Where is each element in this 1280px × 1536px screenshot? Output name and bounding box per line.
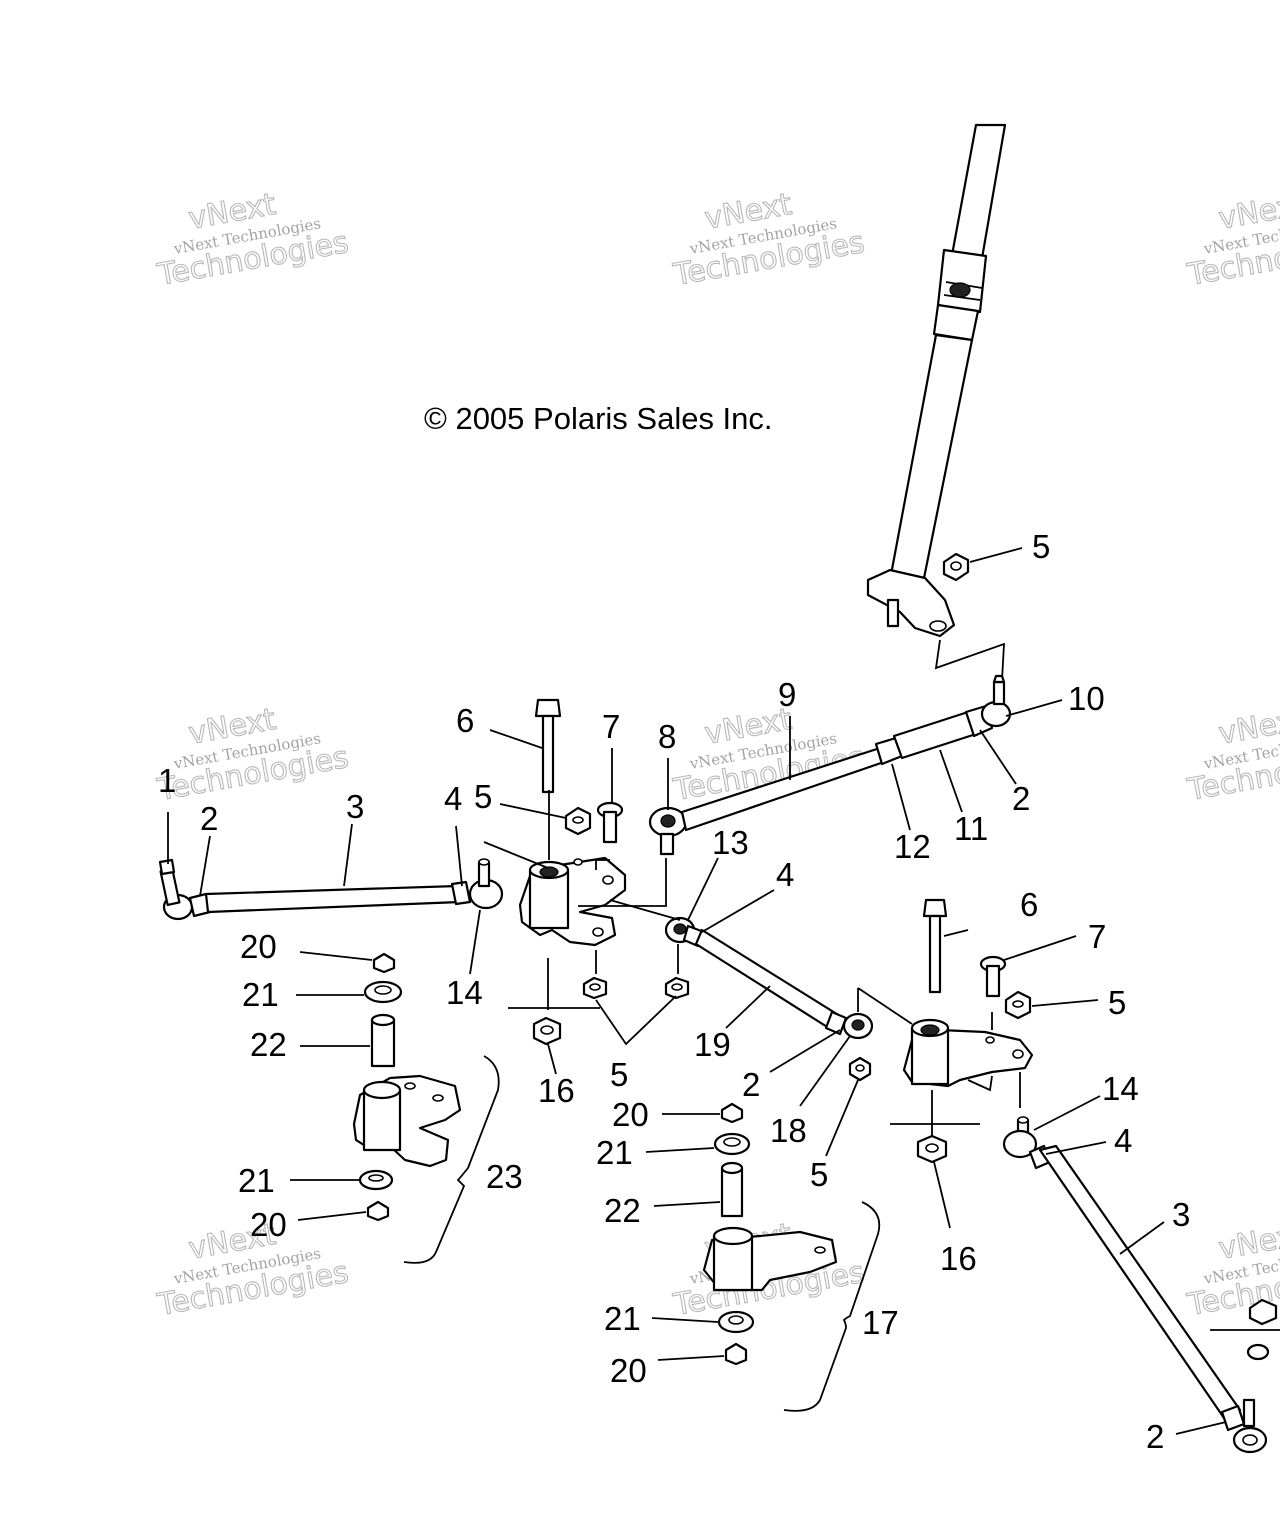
bolt-small-right: [979, 955, 1007, 998]
watermark-top-center: vNext vNext Technologies Technologies: [670, 186, 868, 293]
callout-6: 6: [456, 702, 474, 739]
callout-21: 21: [238, 1162, 275, 1199]
callout-1: 1: [158, 762, 176, 799]
callout-5: 5: [1108, 984, 1126, 1021]
lower-nuts-left: [532, 976, 690, 1046]
callout-20: 20: [240, 928, 277, 965]
left-pitman-arm: [518, 856, 627, 947]
callout-2: 2: [200, 800, 218, 837]
callout-17: 17: [862, 1304, 899, 1341]
right-pitman-arm: [902, 1018, 1034, 1088]
callout-2: 2: [1146, 1418, 1164, 1455]
bolt-small-left: [596, 801, 624, 844]
flange-nut-left-top: [564, 806, 592, 836]
callout-13: 13: [712, 824, 749, 861]
callout-6: 6: [1020, 886, 1038, 923]
callout-7: 7: [1088, 918, 1106, 955]
callout-16: 16: [940, 1240, 977, 1277]
copyright-notice: © 2005 Polaris Sales Inc.: [424, 401, 773, 436]
center-idler-assembly: [702, 1102, 838, 1366]
callout-4: 4: [1114, 1122, 1132, 1159]
callout-8: 8: [658, 718, 676, 755]
watermark-bottom-left: vNext vNext Technologies Technologies: [154, 1216, 352, 1323]
watermark-top-right: vNext vNext Technologies Technologies: [1184, 186, 1280, 293]
callout-19: 19: [694, 1026, 731, 1063]
steering-shaft: [866, 123, 1007, 638]
callout-23: 23: [486, 1158, 523, 1195]
callout-21: 21: [604, 1300, 641, 1337]
center-tie-rod: [664, 916, 874, 1040]
bolt-right: [922, 898, 948, 994]
flange-nut-right: [1004, 990, 1032, 1020]
flange-nut-top: [942, 552, 970, 582]
right-edge-parts: [1210, 1298, 1280, 1361]
callout-9: 9: [778, 676, 796, 713]
callout-5: 5: [1032, 528, 1050, 565]
callout-4: 4: [444, 780, 462, 817]
callout-5: 5: [610, 1056, 628, 1093]
callout-21: 21: [596, 1134, 633, 1171]
left-idler-assembly: [352, 952, 462, 1222]
callout-21: 21: [242, 976, 279, 1013]
right-tie-rod: [1002, 1116, 1268, 1454]
callout-3: 3: [346, 788, 364, 825]
bolt-left: [534, 698, 562, 794]
callout-20: 20: [612, 1096, 649, 1133]
callout-4: 4: [776, 856, 794, 893]
connection-line-shaft: [934, 639, 1005, 681]
callout-5: 5: [810, 1156, 828, 1193]
callout-labels: 1 2 3 4 5 6 7 8 9 10 5 2 11 12 13 4 14 2…: [158, 528, 1190, 1455]
callout-20: 20: [250, 1206, 287, 1243]
callout-20: 20: [610, 1352, 647, 1389]
left-tie-rod: [158, 858, 504, 921]
watermark-mid-left: vNext vNext Technologies Technologies: [154, 701, 352, 808]
callout-22: 22: [250, 1026, 287, 1063]
callout-12: 12: [894, 828, 931, 865]
callout-5: 5: [474, 778, 492, 815]
bracket-17: [783, 1201, 881, 1412]
callout-22: 22: [604, 1192, 641, 1229]
callout-3: 3: [1172, 1196, 1190, 1233]
callout-14: 14: [1102, 1070, 1139, 1107]
callout-10: 10: [1068, 680, 1105, 717]
watermark-mid-right: vNext vNext Technologies Technologies: [1184, 701, 1280, 808]
assembly-lines: [483, 790, 1021, 1136]
callout-18: 18: [770, 1112, 807, 1149]
bracket-23: [403, 1055, 500, 1264]
callout-2: 2: [742, 1066, 760, 1103]
drag-link-assembly: [648, 674, 1012, 856]
watermark-top-left: vNext vNext Technologies Technologies: [154, 186, 352, 293]
leader-lines: [167, 547, 1227, 1435]
callout-7: 7: [602, 708, 620, 745]
callout-2: 2: [1012, 780, 1030, 817]
callout-14: 14: [446, 974, 483, 1011]
callout-11: 11: [954, 810, 988, 847]
callout-16: 16: [538, 1072, 575, 1109]
